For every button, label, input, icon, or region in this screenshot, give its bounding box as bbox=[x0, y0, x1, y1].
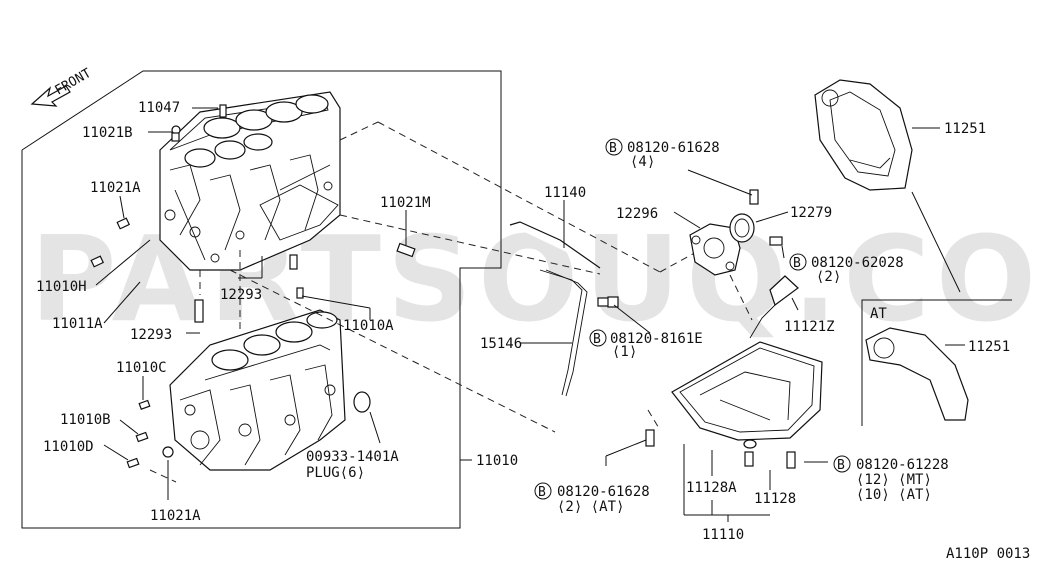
label-11021A-bottom: 11021A bbox=[150, 508, 201, 524]
front-arrow-icon bbox=[30, 85, 71, 107]
label-00933-1401A: 00933-1401A bbox=[306, 449, 399, 465]
label-plug: PLUG⟨6⟩ bbox=[306, 465, 365, 481]
at-section-frame bbox=[861, 299, 1012, 426]
label-08120-61228: 08120-61228 bbox=[856, 457, 949, 473]
leader-12279 bbox=[755, 211, 789, 223]
label-11010D: 11010D bbox=[43, 439, 94, 455]
label-11128: 11128 bbox=[754, 491, 796, 507]
label-08120-61628-bottom-qty: ⟨2⟩ ⟨AT⟩ bbox=[557, 499, 624, 515]
label-08120-61628-top: 08120-61628 bbox=[627, 140, 720, 156]
bolt-marker: B bbox=[593, 332, 601, 347]
label-11128A: 11128A bbox=[686, 480, 737, 496]
label-12296: 12296 bbox=[616, 206, 658, 222]
label-11010B: 11010B bbox=[60, 412, 111, 428]
leader-lines-block bbox=[95, 107, 472, 500]
small-parts-block bbox=[90, 104, 416, 469]
label-08120-61628-bottom: 08120-61628 bbox=[557, 484, 650, 500]
label-08120-61228-at: ⟨10⟩ ⟨AT⟩ bbox=[856, 487, 932, 503]
oil-pump-assembly bbox=[689, 189, 799, 339]
leader-11121Z bbox=[791, 297, 799, 311]
bolt-marker: B bbox=[793, 256, 801, 271]
bolt-label-61228: B 08120-61228 ⟨12⟩ ⟨MT⟩ ⟨10⟩ ⟨AT⟩ bbox=[833, 455, 949, 503]
label-12279: 12279 bbox=[790, 205, 832, 221]
rear-plate-at bbox=[865, 327, 969, 421]
leader-lines-pan bbox=[605, 439, 828, 522]
leader-8161E bbox=[613, 304, 651, 334]
front-label: FRONT bbox=[53, 66, 95, 99]
label-15146: 15146 bbox=[480, 336, 522, 352]
at-section-label: AT bbox=[870, 306, 887, 322]
label-11251-top: 11251 bbox=[944, 121, 986, 137]
label-11010A: 11010A bbox=[343, 318, 394, 334]
label-11140: 11140 bbox=[544, 185, 586, 201]
bolt-label-61628-top: B 08120-61628 ⟨4⟩ bbox=[605, 138, 720, 170]
label-11010C: 11010C bbox=[116, 360, 167, 376]
label-12293-a: 12293 bbox=[220, 287, 262, 303]
bolt-label-61628-bottom: B 08120-61628 ⟨2⟩ ⟨AT⟩ bbox=[534, 482, 650, 515]
label-08120-61628-top-qty: ⟨4⟩ bbox=[630, 154, 655, 170]
bolt-marker: B bbox=[609, 141, 617, 156]
label-12293-b: 12293 bbox=[130, 327, 172, 343]
label-08120-8161E-qty: ⟨1⟩ bbox=[612, 344, 637, 360]
leader-62028 bbox=[781, 245, 785, 259]
block-group-frame bbox=[21, 70, 502, 529]
label-11011A: 11011A bbox=[52, 316, 103, 332]
bolt-marker: B bbox=[837, 458, 845, 473]
dipstick-assembly bbox=[509, 221, 619, 397]
label-11251-at: 11251 bbox=[968, 339, 1010, 355]
drain-plug-parts bbox=[645, 429, 796, 469]
label-11010: 11010 bbox=[476, 453, 518, 469]
bolt-marker: B bbox=[538, 485, 546, 500]
cylinder-block-lower bbox=[169, 309, 346, 471]
label-11021A-top: 11021A bbox=[90, 180, 141, 196]
label-08120-62028-qty: ⟨2⟩ bbox=[816, 269, 841, 285]
cylinder-block-upper bbox=[159, 91, 341, 271]
dashed-guides bbox=[149, 121, 753, 483]
label-11021M: 11021M bbox=[380, 195, 431, 211]
label-08120-62028: 08120-62028 bbox=[811, 255, 904, 271]
label-08120-8161E: 08120-8161E bbox=[610, 331, 703, 347]
label-11121Z: 11121Z bbox=[784, 319, 835, 335]
label-11021B: 11021B bbox=[82, 125, 133, 141]
label-11110: 11110 bbox=[702, 527, 744, 543]
label-11047: 11047 bbox=[138, 100, 180, 116]
leader-12296 bbox=[673, 211, 701, 229]
rear-plate-upper bbox=[814, 79, 913, 191]
diagram-code: A110P 0013 bbox=[946, 546, 1030, 562]
label-11010H: 11010H bbox=[36, 279, 87, 295]
leader-61628-top bbox=[687, 169, 753, 196]
bolt-label-8161E: B 08120-8161E ⟨1⟩ bbox=[589, 329, 703, 360]
bolt-label-62028: B 08120-62028 ⟨2⟩ bbox=[789, 253, 904, 285]
oil-pan bbox=[671, 341, 823, 441]
label-08120-61228-mt: ⟨12⟩ ⟨MT⟩ bbox=[856, 472, 932, 488]
arrow-to-at-section bbox=[911, 191, 961, 293]
